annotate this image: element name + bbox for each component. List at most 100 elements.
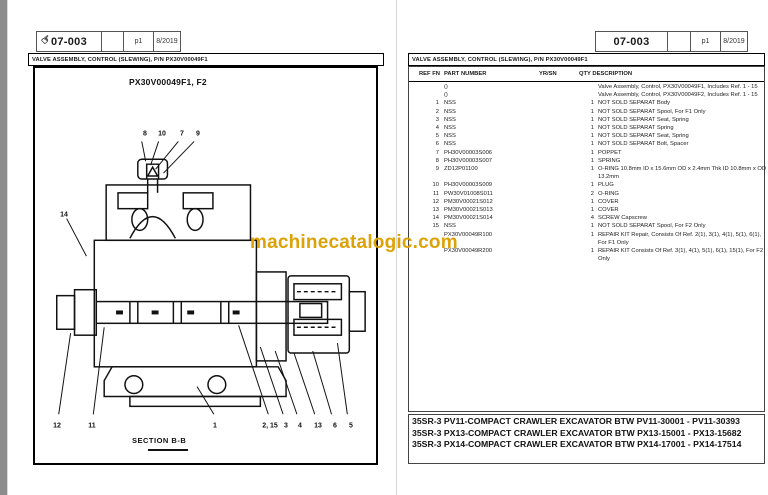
table-row: 14 PM30V00021S014 4 SCREW Capscrew bbox=[409, 214, 764, 222]
left-page-number-cell: p1 bbox=[124, 31, 154, 52]
section-label: SECTION B-B bbox=[132, 436, 187, 445]
row-ref: 11 bbox=[432, 190, 439, 197]
table-row: 15 NSS 1 NOT SOLD SEPARAT Spool, For F2 … bbox=[409, 222, 764, 230]
row-ref: 13 bbox=[432, 207, 439, 214]
right-title-bar: VALVE ASSEMBLY, CONTROL (SLEWING), P/N P… bbox=[408, 53, 765, 66]
row-description: NOT SOLD SEPARAT Spool, For F2 Only bbox=[598, 223, 706, 230]
table-row: 7 PH30V00003S006 1 POPPET bbox=[409, 149, 764, 157]
callout-leader-lines bbox=[58, 141, 348, 415]
applicability-text: 35SR-3 PV11-COMPACT CRAWLER EXCAVATOR BT… bbox=[412, 416, 742, 449]
right-page-code-cell: 07-003 bbox=[595, 31, 668, 52]
row-ref: 7 bbox=[435, 149, 439, 156]
callout-8: 8 bbox=[143, 130, 147, 138]
row-qty: 1 bbox=[590, 141, 594, 148]
left-page-number: p1 bbox=[134, 38, 143, 45]
table-row: PX30V00049R200 1 REPAIR KIT Consists Of … bbox=[409, 247, 764, 263]
callout-11: 11 bbox=[88, 422, 96, 430]
left-page-code-cell: ☞ 07-003 bbox=[36, 31, 102, 52]
parts-table: REF FN PART NUMBER YR/SN QTY DESCRIPTION… bbox=[408, 66, 767, 412]
right-header-table: 07-003 p1 8/2019 bbox=[595, 31, 748, 52]
row-qty: 1 bbox=[590, 149, 594, 156]
table-row: 2 NSS 1 NOT SOLD SEPARAT Spool, For F1 O… bbox=[409, 108, 764, 116]
row-part-number: NSS bbox=[444, 141, 456, 148]
callout-3: 3 bbox=[284, 422, 288, 430]
row-description: NOT SOLD SEPARAT Body bbox=[598, 100, 671, 107]
row-part-number: NSS bbox=[444, 133, 456, 140]
row-qty: 1 bbox=[590, 198, 594, 205]
right-page-date-cell: 8/2019 bbox=[721, 31, 748, 52]
table-row: 9 ZD12P01100 1 O-RING 10.8mm ID x 15.6mm… bbox=[409, 165, 766, 181]
row-part-number: PH30V00003S007 bbox=[444, 157, 493, 164]
left-title: VALVE ASSEMBLY, CONTROL (SLEWING), P/N P… bbox=[32, 56, 208, 63]
row-description: PLUG bbox=[598, 182, 614, 189]
row-description: POPPET bbox=[598, 149, 622, 156]
row-ref: 8 bbox=[435, 157, 439, 164]
row-description: REPAIR KIT Repair, Consists Of Ref. 2(1)… bbox=[598, 231, 762, 246]
row-qty: 1 bbox=[590, 166, 594, 173]
row-part-number: NSS bbox=[444, 223, 456, 230]
row-qty: 4 bbox=[590, 215, 594, 222]
row-ref: 3 bbox=[435, 116, 439, 123]
table-row: 10 PH30V00003S009 1 PLUG bbox=[409, 181, 764, 189]
row-part-number: PX30V00049R100 bbox=[444, 231, 493, 238]
column-qty-description: QTY DESCRIPTION bbox=[579, 71, 633, 77]
callout-4: 4 bbox=[298, 422, 302, 430]
row-ref: 1 bbox=[435, 100, 439, 107]
row-qty: 1 bbox=[590, 182, 594, 189]
diagram-title: PX30V00049F1, F2 bbox=[129, 77, 207, 87]
callout-13: 13 bbox=[314, 422, 322, 430]
row-description: O-RING 10.8mm ID x 15.6mm OD x 2.4mm Thk… bbox=[598, 166, 767, 181]
row-part-number: NSS bbox=[444, 116, 456, 123]
row-description: SCREW Capscrew bbox=[598, 215, 647, 222]
callout-5: 5 bbox=[349, 422, 353, 430]
row-part-number: NSS bbox=[444, 100, 456, 107]
parts-rows: () Valve Assembly, Control, PX30V00049F1… bbox=[409, 83, 767, 263]
right-page-code: 07-003 bbox=[613, 35, 650, 48]
row-qty: 1 bbox=[590, 231, 594, 238]
row-ref: 5 bbox=[435, 133, 439, 140]
row-part-number: NSS bbox=[444, 125, 456, 132]
row-ref: 14 bbox=[432, 215, 439, 222]
row-part-number: PH30V00003S006 bbox=[444, 149, 493, 156]
column-yrsn: YR/SN bbox=[539, 71, 557, 77]
row-ref: 6 bbox=[435, 141, 439, 148]
row-description: Valve Assembly, Control, PX30V00049F1, I… bbox=[598, 84, 758, 90]
row-part-number: PX30V00049R200 bbox=[444, 248, 493, 255]
row-description: NOT SOLD SEPARAT Bolt, Spacer bbox=[598, 141, 689, 148]
callout-2-15: 2, 15 bbox=[262, 422, 278, 430]
row-qty: 1 bbox=[590, 133, 594, 140]
left-page-date-cell: 8/2019 bbox=[154, 31, 181, 52]
table-row: 1 NSS 1 NOT SOLD SEPARAT Body bbox=[409, 99, 764, 107]
valve-cross-section-svg bbox=[56, 141, 366, 415]
row-ref: 4 bbox=[435, 125, 439, 132]
right-header-blank-cell bbox=[668, 31, 691, 52]
right-title: VALVE ASSEMBLY, CONTROL (SLEWING), P/N P… bbox=[412, 56, 588, 63]
section-underline bbox=[148, 449, 188, 451]
callout-9: 9 bbox=[196, 130, 200, 138]
table-row: 8 PH30V00003S007 1 SPRING bbox=[409, 157, 764, 165]
row-description: O-RING bbox=[598, 190, 619, 197]
row-part-number: PM30V00021S012 bbox=[444, 198, 493, 205]
parts-table-header: REF FN PART NUMBER YR/SN QTY DESCRIPTION bbox=[409, 67, 764, 82]
left-page-date: 8/2019 bbox=[156, 38, 178, 45]
callout-7: 7 bbox=[180, 130, 184, 138]
row-ref: 10 bbox=[432, 182, 439, 189]
table-row: PX30V00049R100 1 REPAIR KIT Repair, Cons… bbox=[409, 231, 764, 247]
row-part-number: NSS bbox=[444, 108, 456, 115]
row-qty: 1 bbox=[590, 207, 594, 214]
left-title-bar: VALVE ASSEMBLY, CONTROL (SLEWING), P/N P… bbox=[28, 53, 384, 66]
row-ref: 9 bbox=[435, 166, 439, 173]
table-row: 11 PW30V01008S011 2 O-RING bbox=[409, 190, 764, 198]
row-part-number: PH30V00003S009 bbox=[444, 182, 493, 189]
row-qty: 1 bbox=[590, 100, 594, 107]
column-part-number: PART NUMBER bbox=[444, 71, 487, 77]
row-qty: 1 bbox=[590, 248, 594, 255]
left-edge-strip bbox=[0, 0, 8, 495]
watermark-text: machinecatalogic.com bbox=[250, 232, 458, 253]
left-header-blank-cell bbox=[102, 31, 124, 52]
row-description: SPRING bbox=[598, 157, 621, 164]
table-row: 3 NSS 1 NOT SOLD SEPARAT Seat, Spring bbox=[409, 116, 764, 124]
row-description: NOT SOLD SEPARAT Seat, Spring bbox=[598, 116, 689, 123]
row-description: Valve Assembly, Control, PX30V00049F2, I… bbox=[598, 92, 758, 99]
row-qty: 1 bbox=[590, 125, 594, 132]
